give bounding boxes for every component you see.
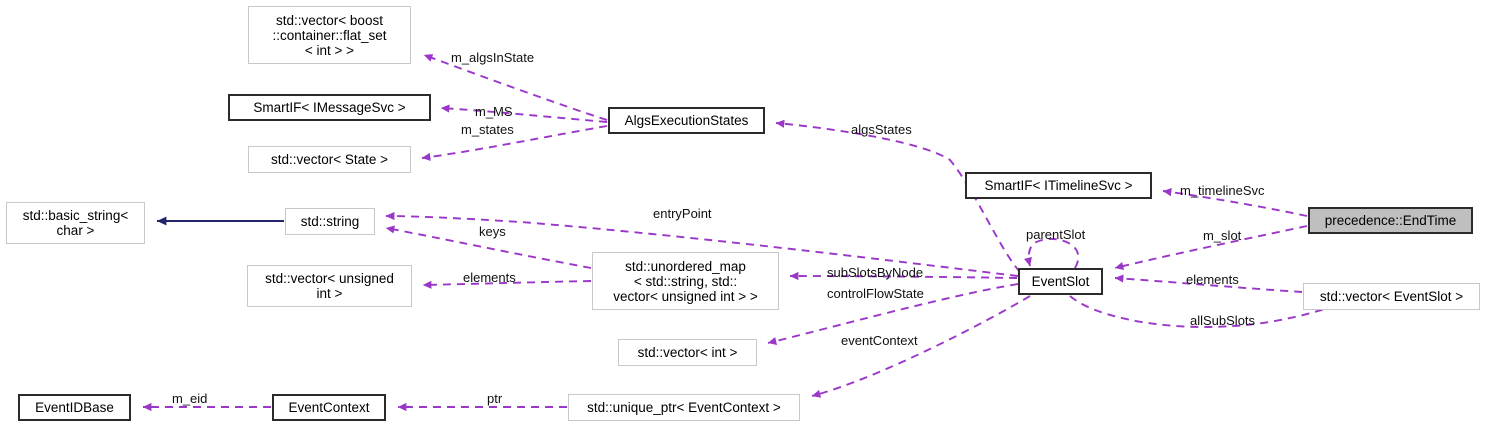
node-label: precedence::EndTime — [1324, 213, 1457, 228]
node-label: SmartIF< IMessageSvc > — [253, 100, 406, 115]
edge-label-subslotsbynode: subSlotsByNode — [827, 265, 924, 280]
node-label: std::basic_string< char > — [22, 208, 129, 238]
edge-elements-slot — [1114, 274, 1303, 293]
edge-parentSlot — [1023, 238, 1079, 269]
edge-label-entrypoint: entryPoint — [653, 206, 712, 221]
node-vec-unsigned-int[interactable]: std::vector< unsigned int > — [247, 265, 412, 307]
node-label: std::vector< unsigned int > — [265, 271, 394, 301]
edge-m_algsInState — [423, 54, 608, 121]
edge-m_slot — [1114, 225, 1308, 270]
node-vec-flatset[interactable]: std::vector< boost ::container::flat_set… — [248, 6, 411, 64]
edge-m_states — [421, 125, 608, 162]
edge-label-keys: keys — [479, 224, 506, 239]
node-vec-int[interactable]: std::vector< int > — [618, 339, 757, 366]
edge-controlFlowState — [767, 283, 1019, 346]
node-label: AlgsExecutionStates — [624, 113, 749, 128]
node-unordered-map[interactable]: std::unordered_map < std::string, std:: … — [592, 252, 779, 310]
node-algsexecutionstates[interactable]: AlgsExecutionStates — [608, 107, 765, 134]
node-unique-ptr-eventcontext[interactable]: std::unique_ptr< EventContext > — [568, 394, 800, 421]
node-label: SmartIF< ITimelineSvc > — [984, 178, 1133, 193]
edge-entryPoint — [385, 211, 1019, 277]
edge-label-m-eid: m_eid — [172, 391, 208, 406]
node-label: std::unique_ptr< EventContext > — [587, 400, 781, 415]
edge-elements-uint — [422, 280, 592, 289]
node-label: std::vector< int > — [637, 345, 738, 360]
node-label: EventContext — [288, 400, 370, 415]
node-smartif-imessagesvc[interactable]: SmartIF< IMessageSvc > — [228, 94, 431, 121]
edge-label-m-algsinstate: m_algsInState — [451, 50, 535, 65]
node-label: std::vector< boost ::container::flat_set… — [272, 12, 387, 58]
edge-label-controlflowstate: controlFlowState — [827, 286, 924, 301]
edge-subSlotsByNode — [789, 271, 1018, 281]
edge-label-parentslot: parentSlot — [1026, 227, 1086, 242]
node-label: std::vector< EventSlot > — [1319, 289, 1464, 304]
edge-algsStates — [775, 119, 1021, 273]
node-vec-eventslot[interactable]: std::vector< EventSlot > — [1303, 283, 1480, 310]
node-label: EventIDBase — [35, 400, 114, 415]
node-label: std::vector< State > — [270, 152, 389, 167]
edge-label-algsstates: algsStates — [851, 122, 912, 137]
edge-m_timelineSvc — [1162, 188, 1308, 217]
node-std-string[interactable]: std::string — [285, 208, 375, 235]
node-precedence-endtime[interactable]: precedence::EndTime — [1308, 207, 1473, 234]
node-label: EventSlot — [1031, 274, 1090, 289]
edge-label-m-states: m_states — [461, 122, 514, 137]
edge-eventContext — [811, 295, 1031, 398]
edge-label-m-timelinesvc: m_timelineSvc — [1180, 183, 1265, 198]
edge-label-allsubslots: allSubSlots — [1190, 313, 1256, 328]
edge-keys — [385, 225, 592, 269]
edge-label-m-slot: m_slot — [1203, 228, 1242, 243]
edge-label-ptr: ptr — [487, 391, 503, 406]
edge-label-m-ms: m_MS — [475, 104, 513, 119]
edge-label-elements-uint: elements — [463, 270, 516, 285]
node-vec-state[interactable]: std::vector< State > — [248, 146, 411, 173]
node-basic-string[interactable]: std::basic_string< char > — [6, 202, 145, 244]
node-label: std::string — [300, 214, 360, 229]
edge-m_MS — [440, 104, 608, 123]
edge-label-eventcontext: eventContext — [841, 333, 918, 348]
node-eventidbase[interactable]: EventIDBase — [18, 394, 131, 421]
edge-label-elements-slot: elements — [1186, 272, 1239, 287]
node-smartif-itimelinesvc[interactable]: SmartIF< ITimelineSvc > — [965, 172, 1152, 199]
node-eventcontext[interactable]: EventContext — [272, 394, 386, 421]
node-label: std::unordered_map < std::string, std:: … — [613, 258, 758, 304]
node-eventslot[interactable]: EventSlot — [1018, 268, 1103, 295]
